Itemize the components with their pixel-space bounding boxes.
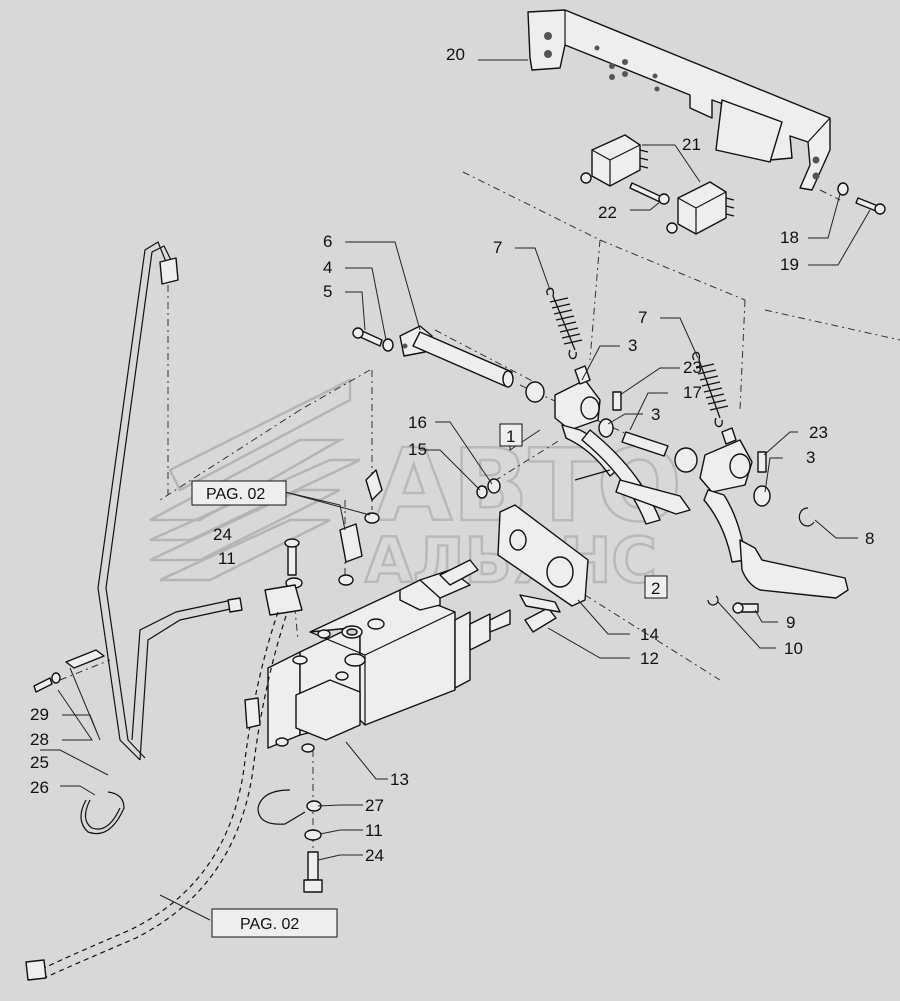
svg-text:PAG. 02: PAG. 02: [206, 486, 265, 503]
callout-3-mid: 3: [651, 405, 660, 424]
callout-19: 19: [780, 255, 799, 274]
master-cylinder-13: [267, 559, 511, 753]
screw-23b: [757, 451, 767, 473]
callout-26: 26: [30, 778, 49, 797]
boxed-callout-1: 1: [499, 423, 523, 447]
page-ref-top: PAG. 02: [191, 480, 287, 506]
callout-12: 12: [640, 649, 659, 668]
callout-11-upper: 11: [218, 549, 236, 568]
callout-7-left: 7: [493, 238, 502, 257]
bushing-3a: [598, 418, 614, 438]
banjo-fitting: [264, 469, 383, 616]
callout-11-lower: 11: [365, 821, 383, 840]
callout-15: 15: [408, 440, 427, 459]
callout-24-upper: 24: [213, 525, 232, 544]
callout-27: 27: [365, 796, 384, 815]
pin-17: [621, 431, 669, 457]
bolt-24-upper: [284, 538, 300, 576]
callout-9: 9: [786, 613, 795, 632]
callout-22: 22: [598, 203, 617, 222]
callout-3-top: 3: [628, 336, 637, 355]
circlip-8: [798, 507, 815, 527]
switch-lower: [666, 181, 735, 235]
callout-20: 20: [446, 45, 465, 64]
clamp-26: [80, 791, 125, 835]
hydraulic-pipe-25: [97, 241, 243, 761]
clutch-pedal-2: [674, 427, 849, 599]
watermark-logo: [149, 377, 361, 582]
page-ref-bottom: PAG. 02: [211, 908, 338, 938]
callout-4: 4: [323, 258, 332, 277]
spring-left: [546, 287, 583, 360]
callout-14: 14: [640, 625, 659, 644]
washer-4: [382, 338, 394, 352]
bolt-29: [33, 672, 61, 693]
callout-17: 17: [683, 383, 702, 402]
switch-upper: [580, 134, 649, 187]
callout-10: 10: [784, 639, 803, 658]
bolt-5: [352, 327, 383, 347]
callout-18: 18: [780, 228, 799, 247]
washer-11-lower: [304, 829, 322, 841]
bushing-3b: [753, 485, 771, 507]
clevis-12: [519, 594, 561, 633]
bracket-28: [65, 649, 105, 669]
callout-29: 29: [30, 705, 49, 724]
pivot-shaft: [399, 325, 514, 388]
callouts: 20 21 22 18 19 6 4 5 7 7 3 23 17 3 23 3 …: [30, 45, 874, 865]
callout-28: 28: [30, 730, 49, 749]
callout-25: 25: [30, 753, 49, 772]
clip-10: [707, 595, 719, 606]
pin-9: [732, 602, 759, 614]
svg-text:2: 2: [651, 579, 660, 598]
screw-23a: [612, 391, 622, 411]
clip-27: [257, 789, 322, 825]
callout-7-right: 7: [638, 308, 647, 327]
callout-24-lower: 24: [365, 846, 384, 865]
brake-pedal-1: [525, 365, 691, 525]
callout-8: 8: [865, 529, 874, 548]
callout-5: 5: [323, 282, 332, 301]
bolt-22: [629, 182, 670, 205]
bolt-24-lower: [303, 851, 323, 893]
bolt-19: [855, 197, 886, 215]
leader-lines: [40, 59, 871, 921]
callout-6: 6: [323, 232, 332, 251]
callout-23-left: 23: [683, 358, 702, 377]
callout-3-right: 3: [806, 448, 815, 467]
callout-13: 13: [390, 770, 409, 789]
svg-text:1: 1: [506, 427, 515, 446]
callout-16: 16: [408, 413, 427, 432]
mounting-plate-14: [497, 504, 589, 607]
hose: [25, 611, 287, 981]
svg-text:PAG. 02: PAG. 02: [240, 916, 299, 933]
support-bracket: [527, 9, 831, 191]
callout-23-right: 23: [809, 423, 828, 442]
callout-21: 21: [682, 135, 701, 154]
washer-18: [837, 182, 849, 196]
boxed-callout-2: 2: [644, 575, 668, 599]
spring-right: [692, 351, 729, 428]
